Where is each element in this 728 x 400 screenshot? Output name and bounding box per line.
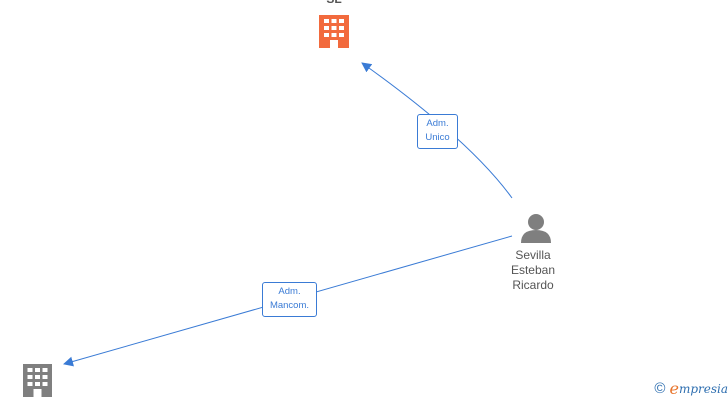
edge-label-line: Adm. — [426, 118, 449, 129]
building-icon[interactable] — [23, 364, 52, 397]
copyright-symbol: © — [654, 380, 666, 397]
person-label-line-3: Ricardo — [512, 278, 554, 292]
person-label-line-1: Sevilla — [515, 248, 551, 262]
edge-label-line: Mancom. — [269, 300, 310, 311]
edge-label-adm-mancom[interactable]: Adm. Mancom. — [262, 282, 317, 317]
person-label-line-2: Esteban — [510, 263, 556, 277]
brand-logo-initial: e — [669, 379, 679, 398]
person-icon[interactable] — [521, 214, 551, 243]
edge-label-adm-unico[interactable]: Adm. Unico — [417, 114, 458, 149]
person-label[interactable]: Sevilla Esteban Ricardo — [493, 248, 573, 293]
brand-footer: © e mpresia — [654, 379, 728, 398]
edge-label-line: Adm. — [278, 286, 301, 297]
edge-label-line: Unico — [425, 132, 450, 143]
brand-logo-text: mpresia — [678, 381, 728, 396]
company-top-label[interactable]: SL — [304, 0, 364, 7]
building-icon[interactable] — [319, 15, 349, 48]
